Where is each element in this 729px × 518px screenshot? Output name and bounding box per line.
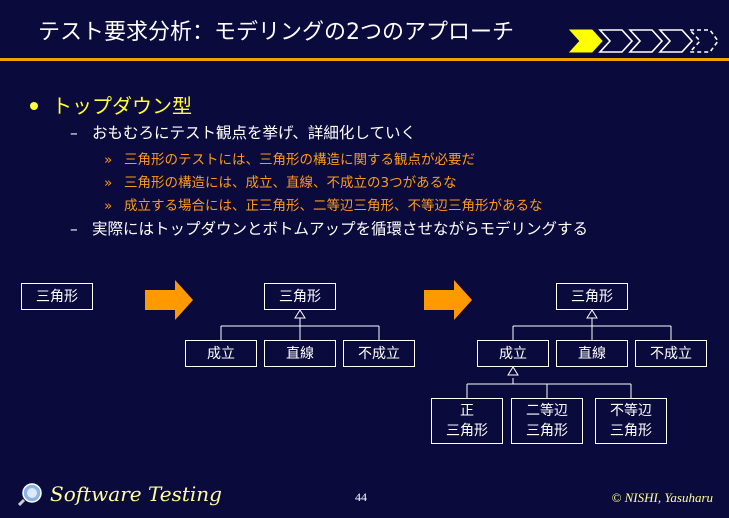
copyright: © NISHI, Yasuharu — [611, 490, 714, 505]
node-triangle: 三角形 — [556, 283, 628, 310]
generalization-triangle — [586, 309, 598, 319]
bullet-heading: トップダウン型 — [30, 90, 192, 119]
node-valid: 成立 — [477, 340, 549, 367]
bullet-item: –実際にはトップダウンとボトムアップを循環させながらモデリングする — [70, 220, 589, 238]
node-isosceles: 二等辺 三角形 — [511, 398, 583, 444]
slide-title: テスト要求分析：モデリングの2つのアプローチ — [38, 20, 514, 45]
node-scalene: 不等辺 三角形 — [595, 398, 667, 444]
node-invalid: 不成立 — [343, 340, 415, 367]
footer-brand: Software Testing — [50, 482, 222, 506]
arrow-right-icon — [145, 280, 193, 320]
node-line: 直線 — [556, 340, 628, 367]
node-valid: 成立 — [185, 340, 257, 367]
title-rule — [0, 58, 729, 61]
bullet-dot — [30, 101, 38, 110]
sub-bullet-item: »三角形の構造には、成立、直線、不成立の3つがあるな — [104, 175, 457, 191]
generalization-triangle — [507, 366, 519, 376]
progress-chevrons-icon — [568, 29, 719, 53]
bullet-item: –おもむろにテスト観点を挙げ、詳細化していく — [70, 124, 416, 142]
arrow-right-icon — [424, 280, 472, 320]
node-line: 直線 — [264, 340, 336, 367]
node-triangle: 三角形 — [21, 283, 93, 310]
page-number: 44 — [355, 490, 367, 504]
magnifier-logo-icon — [18, 483, 42, 506]
generalization-triangle — [294, 309, 306, 319]
sub-bullet-item: »三角形のテストには、三角形の構造に関する観点が必要だ — [104, 152, 475, 168]
node-equilateral: 正 三角形 — [431, 398, 503, 444]
sub-bullet-item: »成立する場合には、正三角形、二等辺三角形、不等辺三角形があるな — [104, 198, 543, 214]
node-invalid: 不成立 — [635, 340, 707, 367]
node-triangle: 三角形 — [264, 283, 336, 310]
